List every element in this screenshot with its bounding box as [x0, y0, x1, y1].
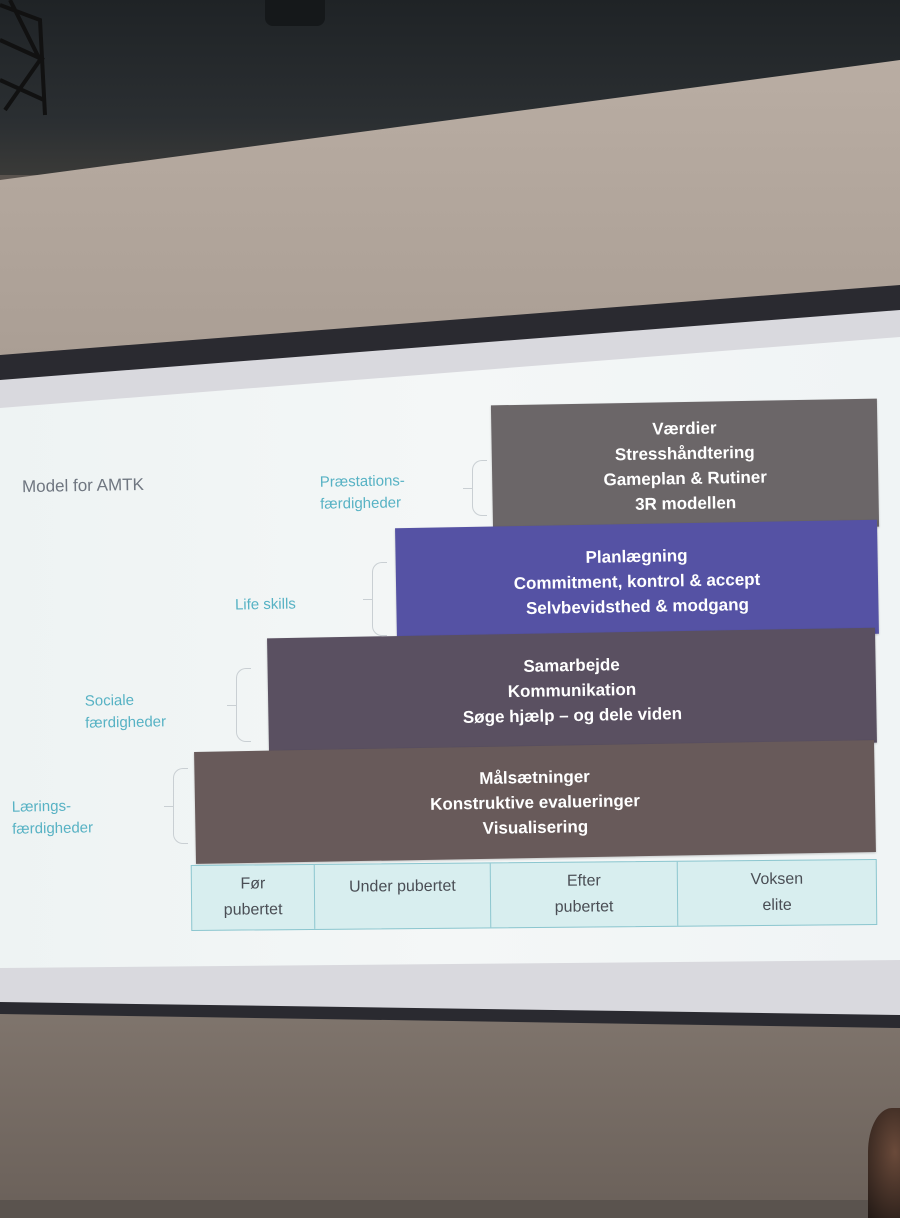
stage-table: Før pubertet Under pubertet Efter pubert… [190, 859, 878, 931]
label-line: færdigheder [85, 713, 167, 732]
label-line: Sociale [84, 691, 135, 710]
stage-cell: Under pubertet [314, 863, 492, 929]
stage-line: Efter [566, 872, 601, 890]
step-item: 3R modellen [634, 493, 737, 514]
step-life-skills: Planlægning Commitment, kontrol & accept… [395, 519, 879, 643]
ceiling-light [265, 0, 325, 26]
stage-line: Før [240, 875, 266, 893]
stage-cell: Voksen elite [678, 860, 877, 926]
stage-cell: Efter pubertet [490, 861, 679, 928]
ceiling-truss [0, 0, 47, 116]
stage-line: Under pubertet [348, 877, 456, 896]
stage-line: elite [762, 896, 792, 915]
stage-line: pubertet [554, 898, 614, 916]
audience-member [868, 1108, 900, 1218]
brace [227, 668, 251, 742]
label-line: færdigheder [12, 819, 94, 838]
level-label-learning: Lærings- færdigheder [12, 795, 94, 840]
stage-line: Voksen [750, 870, 804, 889]
stage-cell: Før pubertet [191, 864, 316, 930]
stage-line: pubertet [223, 901, 283, 919]
label-line: Præstations- [319, 472, 405, 491]
level-label-social: Sociale færdigheder [85, 689, 167, 734]
label-line: Lærings- [11, 797, 72, 816]
slide-title: Model for AMTK [21, 474, 145, 497]
step-learning-skills: Målsætninger Konstruktive evalueringer V… [194, 740, 876, 864]
brace [363, 562, 387, 636]
brace [164, 768, 188, 844]
brace [463, 460, 487, 516]
step-social-skills: Samarbejde Kommunikation Søge hjælp – og… [267, 627, 877, 754]
label-line: færdigheder [320, 494, 402, 513]
level-label-life-skills: Life skills [235, 593, 296, 616]
level-label-performance: Præstations- færdigheder [320, 470, 406, 515]
step-performance-skills: Værdier Stresshåndtering Gameplan & Ruti… [490, 398, 880, 534]
label-line: Life skills [234, 595, 296, 614]
